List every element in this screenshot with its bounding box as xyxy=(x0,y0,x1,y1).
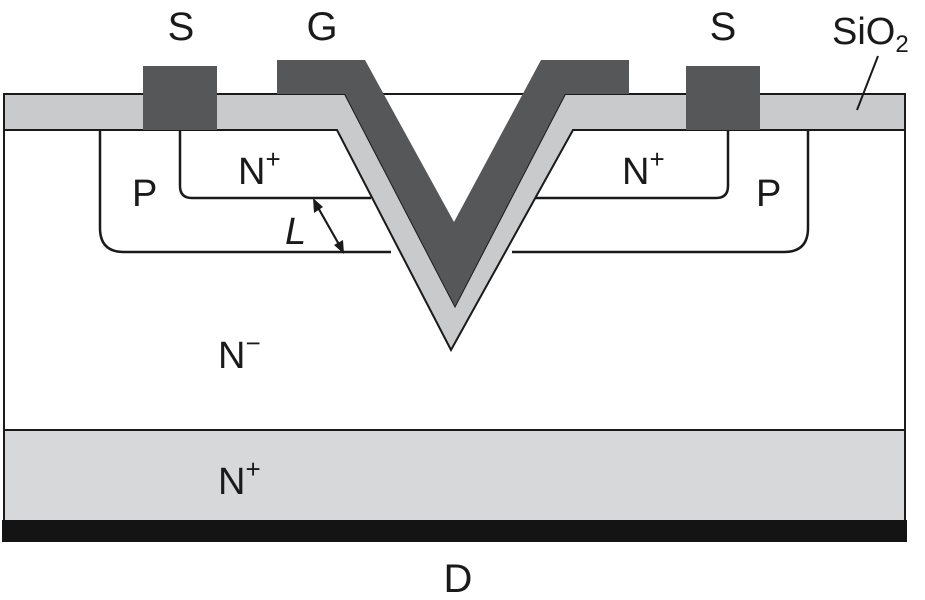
n-plus-source-left xyxy=(178,128,371,200)
n-plus-substrate-region xyxy=(3,429,906,523)
p-region-left-label: P xyxy=(132,173,157,215)
sio2-label-subscript: 2 xyxy=(895,31,908,58)
sio2-leader-line xyxy=(856,55,879,111)
p-region-right-label: P xyxy=(756,173,781,215)
n-minus-label-sup: − xyxy=(245,328,260,358)
n-plus-right-label: N+ xyxy=(622,144,665,193)
source-left-label: S xyxy=(168,5,195,49)
drain-label: D xyxy=(444,557,473,600)
n-plus-right-label-base: N xyxy=(622,151,649,193)
sio2-label: SiO2 xyxy=(832,11,909,58)
gate-metal xyxy=(277,60,629,306)
n-plus-source-right xyxy=(533,128,730,200)
source-right-label: S xyxy=(710,5,737,49)
n-plus-substrate-label-base: N xyxy=(218,461,245,503)
n-minus-label: N− xyxy=(218,328,261,377)
channel-length-arrow xyxy=(313,198,344,254)
n-plus-substrate-label: N+ xyxy=(218,454,261,503)
channel-length-label: L xyxy=(285,211,306,253)
source-contact-right xyxy=(686,66,760,130)
n-plus-left-label-sup: + xyxy=(265,144,280,174)
p-body-right xyxy=(512,128,810,254)
gate-label: G xyxy=(306,5,337,49)
sio2-label-base: SiO xyxy=(832,11,895,53)
drain-contact xyxy=(2,520,907,542)
p-body-left xyxy=(98,128,391,254)
n-plus-left-label: N+ xyxy=(238,144,281,193)
n-plus-right-label-sup: + xyxy=(649,144,664,174)
source-contact-left xyxy=(143,66,217,130)
n-plus-left-label-base: N xyxy=(238,151,265,193)
n-minus-label-base: N xyxy=(218,335,245,377)
n-plus-substrate-label-sup: + xyxy=(245,454,260,484)
